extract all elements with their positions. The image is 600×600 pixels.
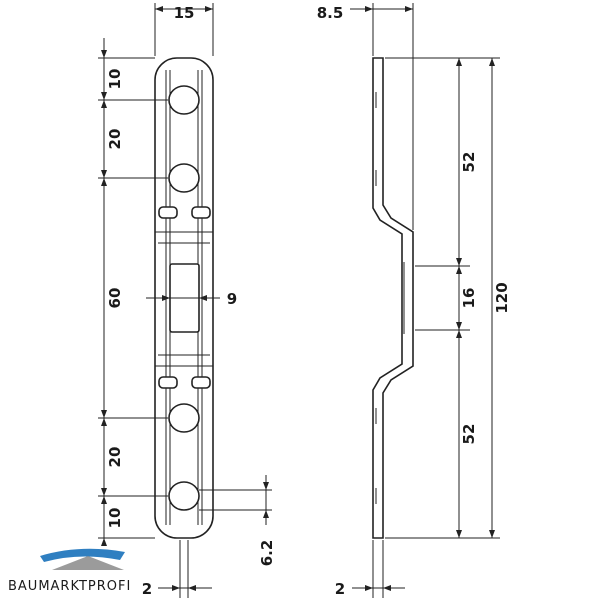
side-view xyxy=(372,57,414,539)
dim-side-lower: 52 xyxy=(460,424,478,445)
logo-roof-icon xyxy=(52,556,124,570)
side-dimensions: 8.5 52 16 52 120 2 xyxy=(317,3,511,598)
dim-total-length: 120 xyxy=(493,282,511,313)
front-tab-lower-left xyxy=(158,376,178,389)
front-hole-3 xyxy=(168,403,200,433)
dim-hole-offset: 6.2 xyxy=(258,540,276,567)
side-profile-ticks xyxy=(375,92,405,504)
dim-front-thickness: 2 xyxy=(142,580,152,598)
dim-side-upper: 52 xyxy=(460,152,478,173)
logo-swoosh-icon xyxy=(40,548,125,562)
dim-slot-width: 9 xyxy=(227,290,237,308)
dim-seg-lower-hole: 20 xyxy=(106,447,124,468)
dim-side-depth: 8.5 xyxy=(317,4,344,22)
dim-seg-upper-hole: 20 xyxy=(106,129,124,150)
dim-seg-bottom: 10 xyxy=(106,508,124,529)
front-tab-upper-left xyxy=(158,206,178,219)
front-tab-upper-right xyxy=(191,206,211,219)
dim-seg-middle: 60 xyxy=(106,288,124,309)
dim-side-middle: 16 xyxy=(460,288,478,309)
dim-front-width: 15 xyxy=(174,4,195,22)
front-hole-4 xyxy=(168,481,200,511)
front-hole-2 xyxy=(168,163,200,193)
brand-name: BAUMARKTPROFI xyxy=(8,579,131,594)
brand-logo: BAUMARKTPROFI xyxy=(8,548,131,594)
side-profile-section xyxy=(372,57,414,539)
front-center-section xyxy=(155,231,213,367)
front-tab-lower-right xyxy=(191,376,211,389)
dim-side-thickness: 2 xyxy=(335,580,345,598)
dim-seg-top: 10 xyxy=(106,69,124,90)
front-hole-1 xyxy=(168,85,200,115)
front-dimensions: 15 10 20 60 20 10 9 6.2 xyxy=(98,3,276,598)
